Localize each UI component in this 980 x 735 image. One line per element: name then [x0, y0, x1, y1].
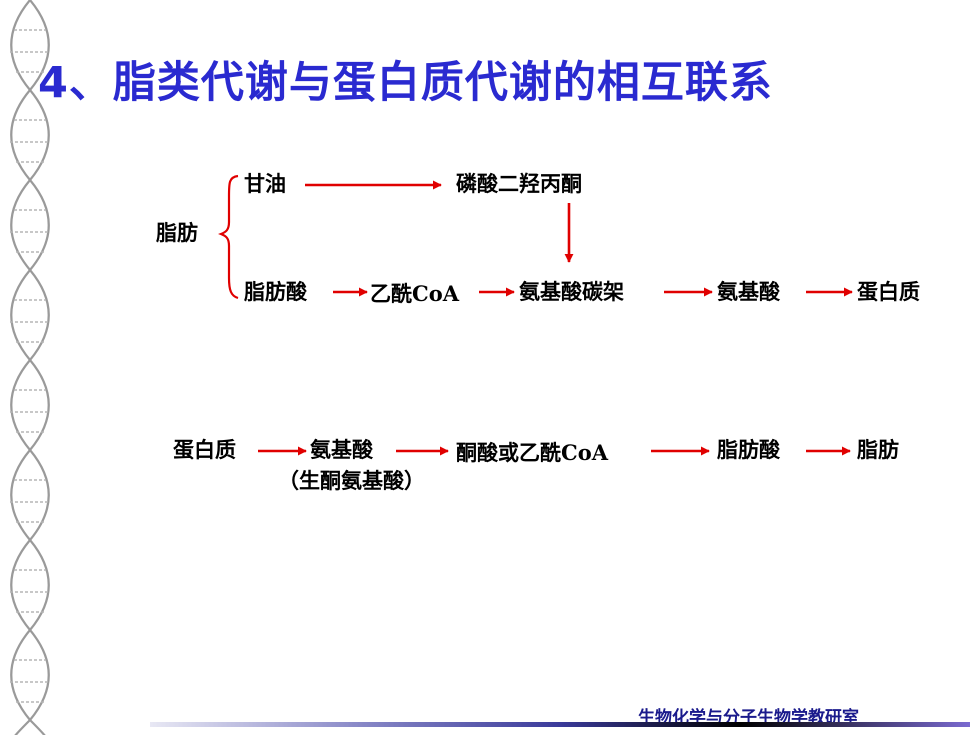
- node-acetyl-coa: 乙酰CoA: [370, 281, 460, 306]
- node-dhap: 磷酸二羟丙酮: [456, 171, 582, 196]
- dna-helix-decoration: [10, 0, 50, 735]
- node-amino-acid-skeleton: 氨基酸碳架: [519, 279, 624, 304]
- node2-ketogenic-note: （生酮氨基酸）: [278, 468, 425, 493]
- node-fatty-acid: 脂肪酸: [244, 279, 307, 304]
- node2-protein: 蛋白质: [173, 437, 236, 462]
- slide-title: 4、脂类代谢与蛋白质代谢的相互联系: [38, 58, 773, 108]
- node-glycerol: 甘油: [244, 171, 286, 196]
- footer-bar: [150, 722, 970, 727]
- node-fat: 脂肪: [156, 220, 198, 245]
- node-protein: 蛋白质: [857, 279, 920, 304]
- node-amino-acid: 氨基酸: [717, 279, 780, 304]
- node2-keto-or-acetyl-coa: 酮酸或乙酰CoA: [456, 440, 609, 465]
- node2-fatty-acid: 脂肪酸: [717, 437, 780, 462]
- node2-amino-acid: 氨基酸: [310, 437, 373, 462]
- node2-fat: 脂肪: [857, 437, 899, 462]
- fat-brace: [218, 174, 239, 300]
